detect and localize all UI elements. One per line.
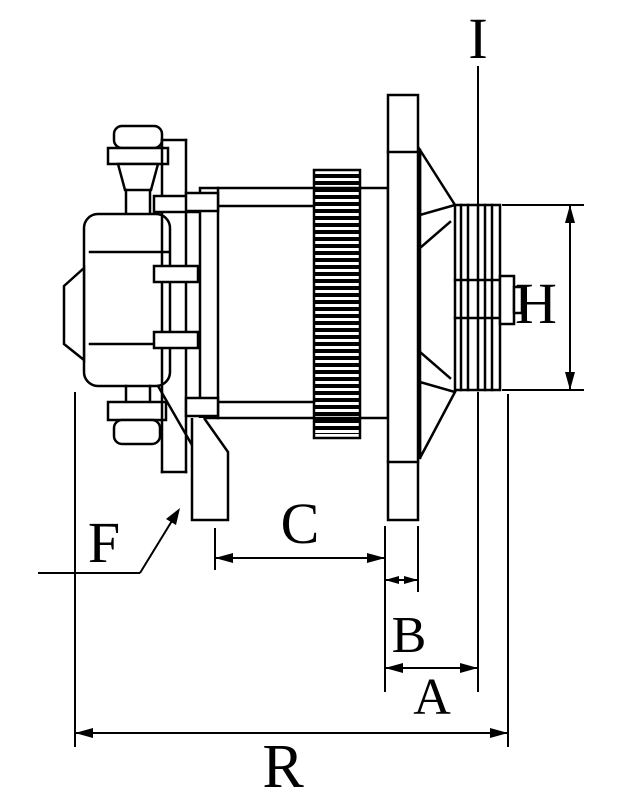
dim-label-F: F (88, 510, 120, 575)
dimension-C: C (214, 491, 386, 692)
dim-arrow-up (565, 205, 575, 223)
dim-arrow-left (75, 728, 93, 738)
dim-label-C: C (281, 491, 320, 556)
dim-label-I: I (468, 6, 487, 71)
dimension-annotations: I H F C (38, 6, 584, 800)
dim-arrow-left (215, 553, 233, 563)
top-fitting-taper (116, 162, 160, 192)
bottom-fitting-collar (106, 400, 168, 422)
alternator-body (184, 168, 390, 522)
dimension-I: I (468, 6, 488, 692)
bolt-head (184, 191, 220, 213)
dim-arrow-left (385, 576, 399, 584)
cooling-fan (418, 145, 457, 460)
dimension-R: R (74, 392, 509, 800)
dimension-A: A (385, 663, 478, 726)
dim-label-A: A (413, 669, 451, 726)
fan-blade-line (418, 350, 452, 380)
bolt-head (184, 396, 220, 418)
shaft-end (512, 285, 524, 315)
dimension-H: H (502, 204, 584, 391)
fan-blade (418, 145, 457, 217)
dimension-F: F (38, 508, 180, 575)
mount-bolt (152, 264, 200, 284)
dim-label-R: R (262, 733, 304, 800)
dim-arrow-leader (166, 508, 180, 525)
dim-arrow-right (367, 553, 385, 563)
fan-blade (418, 380, 457, 459)
dim-arrow-right (404, 576, 418, 584)
pump-bracket-arm (62, 265, 86, 363)
mount-bolt (152, 330, 200, 350)
dim-label-B: B (392, 607, 427, 664)
fan-blade-line (418, 220, 452, 250)
top-fitting-cap (112, 124, 164, 150)
shaft-nut (498, 274, 516, 326)
support-strut (156, 384, 194, 447)
pulley (453, 203, 524, 392)
front-mounting-plate (152, 138, 200, 474)
mounting-foot (190, 417, 230, 522)
vacuum-pump (62, 124, 172, 446)
pump-body (82, 212, 172, 388)
dim-arrow-left (385, 663, 403, 673)
top-fitting-collar (106, 146, 170, 166)
dim-arrow-right (460, 663, 478, 673)
rear-bracket-plate (386, 93, 420, 522)
dimension-B: B (385, 526, 426, 664)
stator-band-outline (312, 168, 362, 440)
dim-arrow-down (565, 372, 575, 390)
bottom-fitting-cap (112, 418, 162, 446)
dim-arrow-right (490, 728, 508, 738)
dim-label-H: H (515, 271, 557, 336)
rear-bracket (386, 93, 420, 522)
